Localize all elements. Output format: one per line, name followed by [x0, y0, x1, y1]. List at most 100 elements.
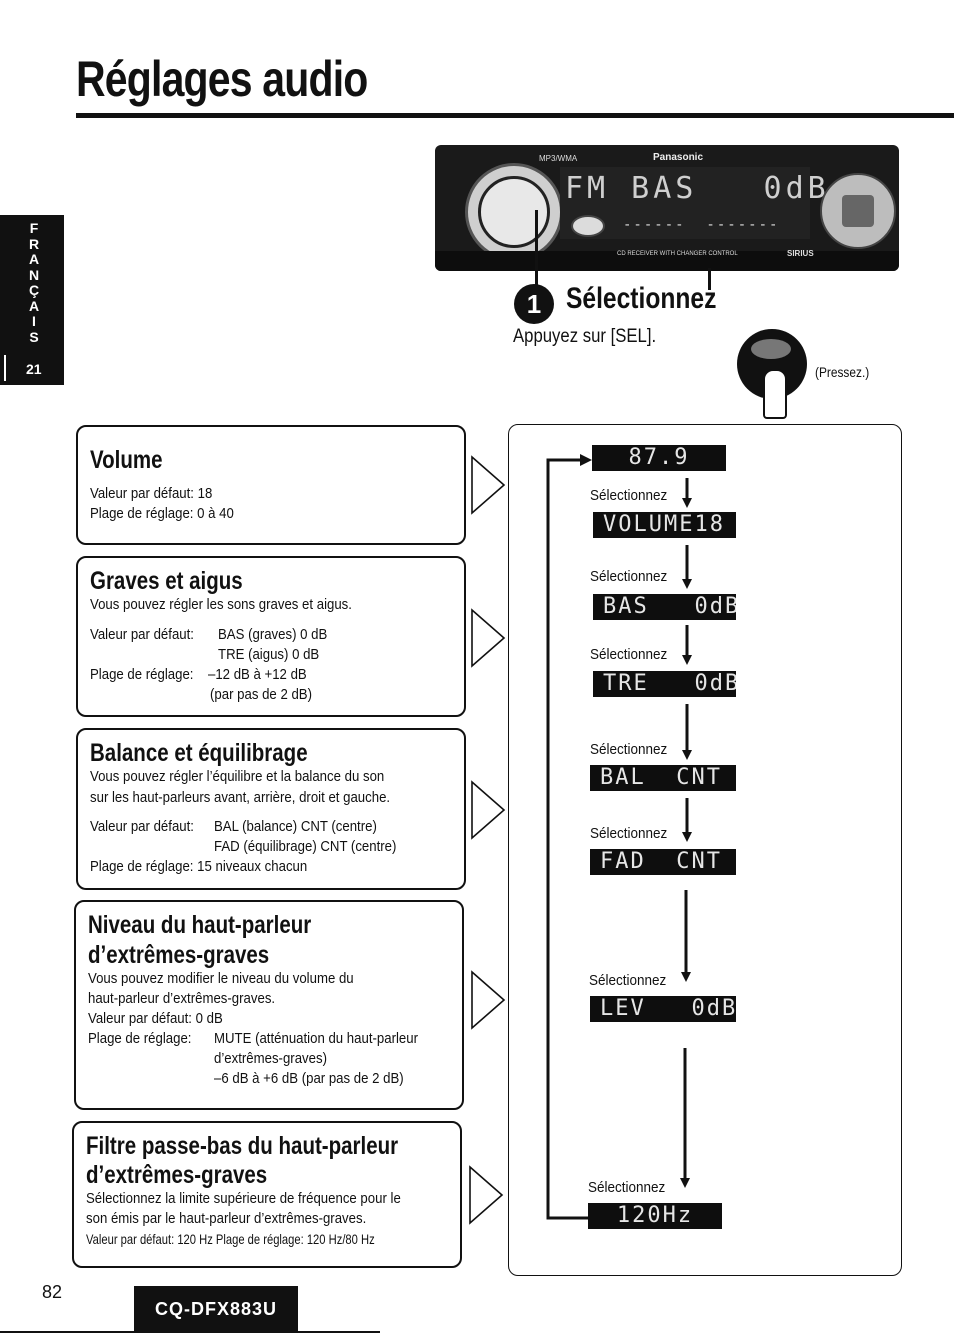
bass-treble-default-tre: TRE (aigus) 0 dB	[218, 646, 320, 663]
arrow-down-icon	[682, 545, 692, 589]
arrow-down-icon	[681, 890, 691, 982]
balance-fader-title: Balance et équilibrage	[90, 739, 308, 767]
volume-range: Plage de réglage: 0 à 40	[90, 505, 234, 522]
display-flow-panel	[508, 424, 902, 1276]
footer-rule	[0, 1331, 380, 1333]
display-balance: BAL CNT	[590, 765, 736, 791]
lang-letter: I	[32, 313, 36, 329]
lowpass-intro: son émis par le haut-parleur d’extrêmes-…	[86, 1210, 367, 1227]
arrow-down-icon	[682, 704, 692, 760]
volume-box: Volume Valeur par défaut: 18 Plage de ré…	[76, 425, 466, 545]
bass-treble-title: Graves et aigus	[90, 567, 243, 595]
lang-letter: R	[28, 235, 40, 252]
balance-fader-intro: sur les haut-parleurs avant, arrière, dr…	[90, 789, 391, 806]
arrow-down-icon	[682, 798, 692, 842]
model-name: CQ-DFX883U	[134, 1286, 298, 1332]
band-button	[842, 195, 874, 227]
subwoofer-level-intro: Vous pouvez modifier le niveau du volume…	[88, 970, 354, 987]
pointing-hand-icon	[763, 369, 787, 419]
pointer-line	[708, 268, 711, 290]
lowpass-title-1: Filtre passe-bas du haut-parleur	[86, 1132, 399, 1160]
subwoofer-level-title-1: Niveau du haut-parleur	[88, 911, 312, 939]
page-number: 82	[42, 1282, 63, 1302]
subwoofer-level-box: Niveau du haut-parleur d’extrêmes-graves…	[74, 900, 464, 1110]
display-bass: BAS 0dB	[593, 594, 736, 620]
bass-treble-default-bas: BAS (graves) 0 dB	[218, 626, 328, 643]
lowpass-defaults: Valeur par défaut: 120 Hz Plage de régla…	[86, 1231, 375, 1247]
display-subwoofer-level: LEV 0dB	[590, 996, 736, 1022]
volume-default: Valeur par défaut: 18	[90, 485, 213, 502]
mp3-label: MP3/WMA	[539, 154, 578, 163]
receiver-label: CD RECEIVER WITH CHANGER CONTROL	[617, 251, 738, 257]
lang-letter: N	[28, 266, 40, 283]
bass-treble-box: Graves et aigus Vous pouvez régler les s…	[76, 556, 466, 717]
balance-fader-box: Balance et équilibrage Vous pouvez régle…	[76, 728, 466, 890]
arrow-right-icon	[471, 608, 506, 668]
lowpass-intro: Sélectionnez la limite supérieure de fré…	[86, 1190, 401, 1207]
title-rule	[76, 113, 954, 118]
bass-treble-intro: Vous pouvez régler les sons graves et ai…	[90, 596, 352, 613]
step-number-badge: 1	[514, 284, 554, 324]
balance-fader-range: Plage de réglage: 15 niveaux chacun	[90, 858, 308, 875]
select-label: Sélectionnez	[590, 741, 668, 758]
section-number: 21	[26, 361, 42, 377]
brand-label: Panasonic	[653, 152, 704, 163]
tab-divider	[4, 355, 6, 381]
lang-letter: F	[29, 220, 39, 236]
lcd-text: FM BAS 0dB	[565, 171, 830, 206]
disc-icon	[571, 215, 605, 237]
display-fader: FAD CNT	[590, 849, 736, 875]
bass-treble-range: –12 dB à +12 dB	[208, 666, 307, 683]
balance-fader-default-label: Valeur par défaut:	[90, 818, 194, 835]
select-label: Sélectionnez	[590, 568, 668, 585]
subwoofer-level-range: MUTE (atténuation du haut-parleur	[214, 1030, 418, 1047]
bass-treble-step: (par pas de 2 dB)	[210, 686, 312, 703]
balance-fader-intro: Vous pouvez régler l’équilibre et la bal…	[90, 768, 385, 785]
press-sel-icon	[737, 329, 807, 419]
pointer-line	[535, 210, 538, 290]
select-label: Sélectionnez	[590, 487, 668, 504]
arrow-down-icon	[682, 625, 692, 665]
display-treble: TRE 0dB	[593, 671, 736, 697]
select-label: Sélectionnez	[590, 825, 668, 842]
bass-treble-range-label: Plage de réglage:	[90, 666, 194, 683]
subwoofer-level-title-2: d’extrêmes-graves	[88, 941, 270, 969]
display-volume: VOLUME18	[593, 512, 736, 538]
sel-button	[478, 176, 550, 248]
subwoofer-level-range-label: Plage de réglage:	[88, 1030, 192, 1047]
page-title: Réglages audio	[76, 51, 368, 107]
step-title: Sélectionnez	[566, 282, 717, 315]
language-letters: F R A N Ç A I S	[28, 220, 40, 345]
subwoofer-level-range: d’extrêmes-graves)	[214, 1050, 327, 1067]
volume-knob	[465, 163, 563, 261]
select-label: Sélectionnez	[589, 972, 667, 989]
subwoofer-level-range: –6 dB à +6 dB (par pas de 2 dB)	[214, 1070, 404, 1087]
button-highlight	[751, 339, 791, 359]
balance-default: BAL (balance) CNT (centre)	[214, 818, 377, 835]
lang-letter: A	[28, 251, 40, 267]
volume-title: Volume	[90, 446, 163, 474]
select-label: Sélectionnez	[588, 1179, 666, 1196]
arrow-down-icon	[680, 1048, 690, 1188]
arrow-right-icon	[471, 780, 506, 840]
lang-letter: Ç	[28, 282, 40, 298]
select-label: Sélectionnez	[590, 646, 668, 663]
lowpass-title-2: d’extrêmes-graves	[86, 1161, 268, 1189]
arrow-right-icon	[471, 970, 506, 1030]
language-tab: F R A N Ç A I S 21	[0, 215, 64, 385]
arrow-right-icon	[471, 455, 506, 515]
direction-pad	[820, 173, 896, 249]
device-bottom-strip	[435, 251, 899, 271]
sirius-label: SIRIUS	[787, 249, 814, 258]
lcd-level-bar: ------ -------	[623, 217, 780, 233]
bass-treble-default-label: Valeur par défaut:	[90, 626, 194, 643]
arrow-right-icon	[469, 1165, 504, 1225]
press-label: (Pressez.)	[815, 364, 870, 380]
lowpass-filter-box: Filtre passe-bas du haut-parleur d’extrê…	[72, 1121, 462, 1268]
subwoofer-level-intro: haut-parleur d’extrêmes-graves.	[88, 990, 276, 1007]
loop-arrow	[546, 454, 592, 1220]
display-lowpass: 120Hz	[588, 1203, 722, 1229]
lang-letter: S	[29, 328, 39, 345]
fader-default: FAD (équilibrage) CNT (centre)	[214, 838, 397, 855]
car-stereo-illustration: MP3/WMA Panasonic FM BAS 0dB ------ ----…	[435, 145, 899, 271]
